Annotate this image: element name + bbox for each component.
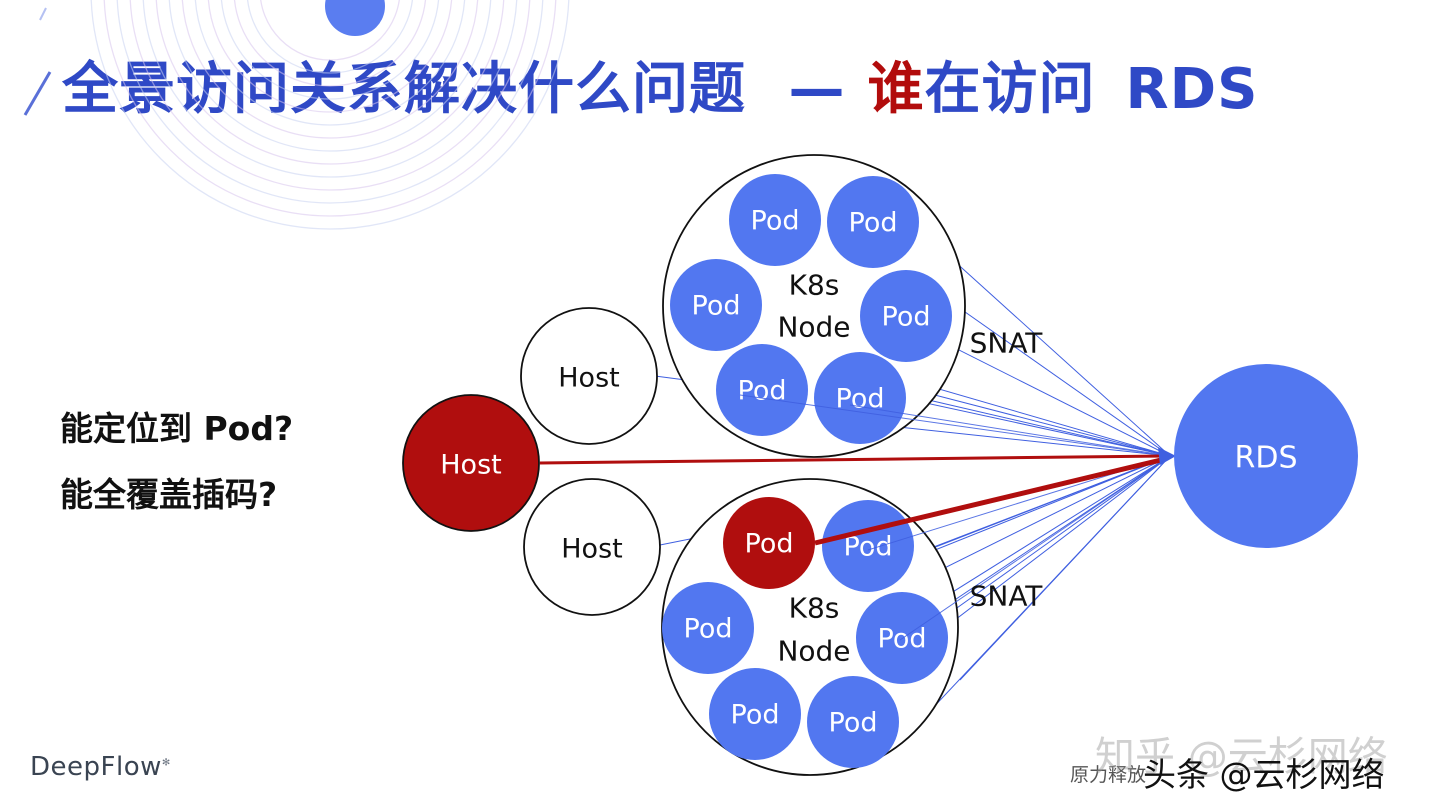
pod-top-6 bbox=[814, 352, 906, 444]
pod-bottom-2 bbox=[662, 582, 754, 674]
red-access-line-host bbox=[539, 454, 1166, 465]
host-top bbox=[520, 307, 658, 445]
pod-bottom-5-label: Pod bbox=[829, 708, 878, 739]
pod-top-3 bbox=[670, 259, 762, 351]
pod-top-4-label: Pod bbox=[882, 302, 931, 333]
pod-top-5-label: Pod bbox=[738, 376, 787, 407]
access-line bbox=[919, 397, 1171, 457]
title-target: RDS bbox=[1125, 57, 1259, 122]
pod-top-2 bbox=[827, 176, 919, 268]
host-source-red-label: Host bbox=[440, 450, 501, 481]
access-line bbox=[899, 455, 1171, 561]
access-line bbox=[939, 455, 1171, 621]
footer-credit: 头条 @云杉网络 bbox=[1143, 755, 1385, 794]
question-locate-pod: 能定位到 Pod? bbox=[60, 409, 294, 448]
pod-bottom-2-label: Pod bbox=[684, 614, 733, 645]
title-prefix: 全景访问关系解决什么问题 bbox=[62, 57, 746, 122]
pod-source-red-label: Pod bbox=[745, 529, 794, 560]
node-top-k8s-label: K8s bbox=[789, 269, 840, 302]
pod-top-1 bbox=[729, 174, 821, 266]
title-highlight: 谁 bbox=[867, 57, 925, 122]
node-bottom-node-label: Node bbox=[777, 635, 850, 668]
snat-bottom-label: SNAT bbox=[970, 580, 1044, 613]
brand-mark-icon: ✻ bbox=[161, 757, 171, 769]
pod-top-3-label: Pod bbox=[692, 291, 741, 322]
pod-source-red bbox=[723, 497, 815, 589]
footer-caption: 原力释放 bbox=[1070, 764, 1147, 786]
access-line bbox=[947, 299, 1171, 457]
access-line bbox=[911, 455, 1171, 731]
title-dash: — bbox=[788, 57, 846, 122]
pod-top-5 bbox=[716, 344, 808, 436]
pod-top-1-label: Pod bbox=[751, 206, 800, 237]
host-bottom bbox=[523, 478, 661, 616]
pod-top-4 bbox=[860, 270, 952, 362]
rds-database bbox=[1174, 364, 1358, 548]
footer-watermark: 知乎 @云杉网络 bbox=[1095, 734, 1388, 780]
red-access-line-pod bbox=[814, 456, 1166, 546]
question-full-coverage: 能全覆盖插码? bbox=[60, 475, 278, 514]
pod-bottom-3 bbox=[856, 592, 948, 684]
page-title: 全景访问关系解决什么问题 — 谁在访问 RDS bbox=[62, 44, 1258, 125]
brand-name: DeepFlow bbox=[30, 752, 162, 782]
access-line bbox=[879, 424, 1171, 457]
node-top-node-label: Node bbox=[777, 311, 850, 344]
node-bottom-k8s-label: K8s bbox=[789, 592, 840, 625]
snat-top-label: SNAT bbox=[970, 327, 1044, 360]
host-source-red bbox=[402, 394, 540, 532]
pod-bottom-5 bbox=[807, 676, 899, 768]
pod-bottom-4 bbox=[709, 668, 801, 760]
pod-bottom-4-label: Pod bbox=[731, 700, 780, 731]
decorative-dot bbox=[325, 0, 385, 36]
pod-top-2-label: Pod bbox=[849, 208, 898, 239]
decorative-stroke bbox=[23, 71, 52, 116]
decorative-arcs bbox=[39, 0, 570, 230]
arrowhead-icon bbox=[1158, 447, 1176, 465]
host-bottom-label: Host bbox=[561, 534, 622, 565]
brand-logo: DeepFlow✻ bbox=[30, 752, 171, 782]
rds-label: RDS bbox=[1235, 441, 1298, 476]
host-top-label: Host bbox=[558, 363, 619, 394]
title-suffix: 在访问 bbox=[924, 57, 1096, 122]
